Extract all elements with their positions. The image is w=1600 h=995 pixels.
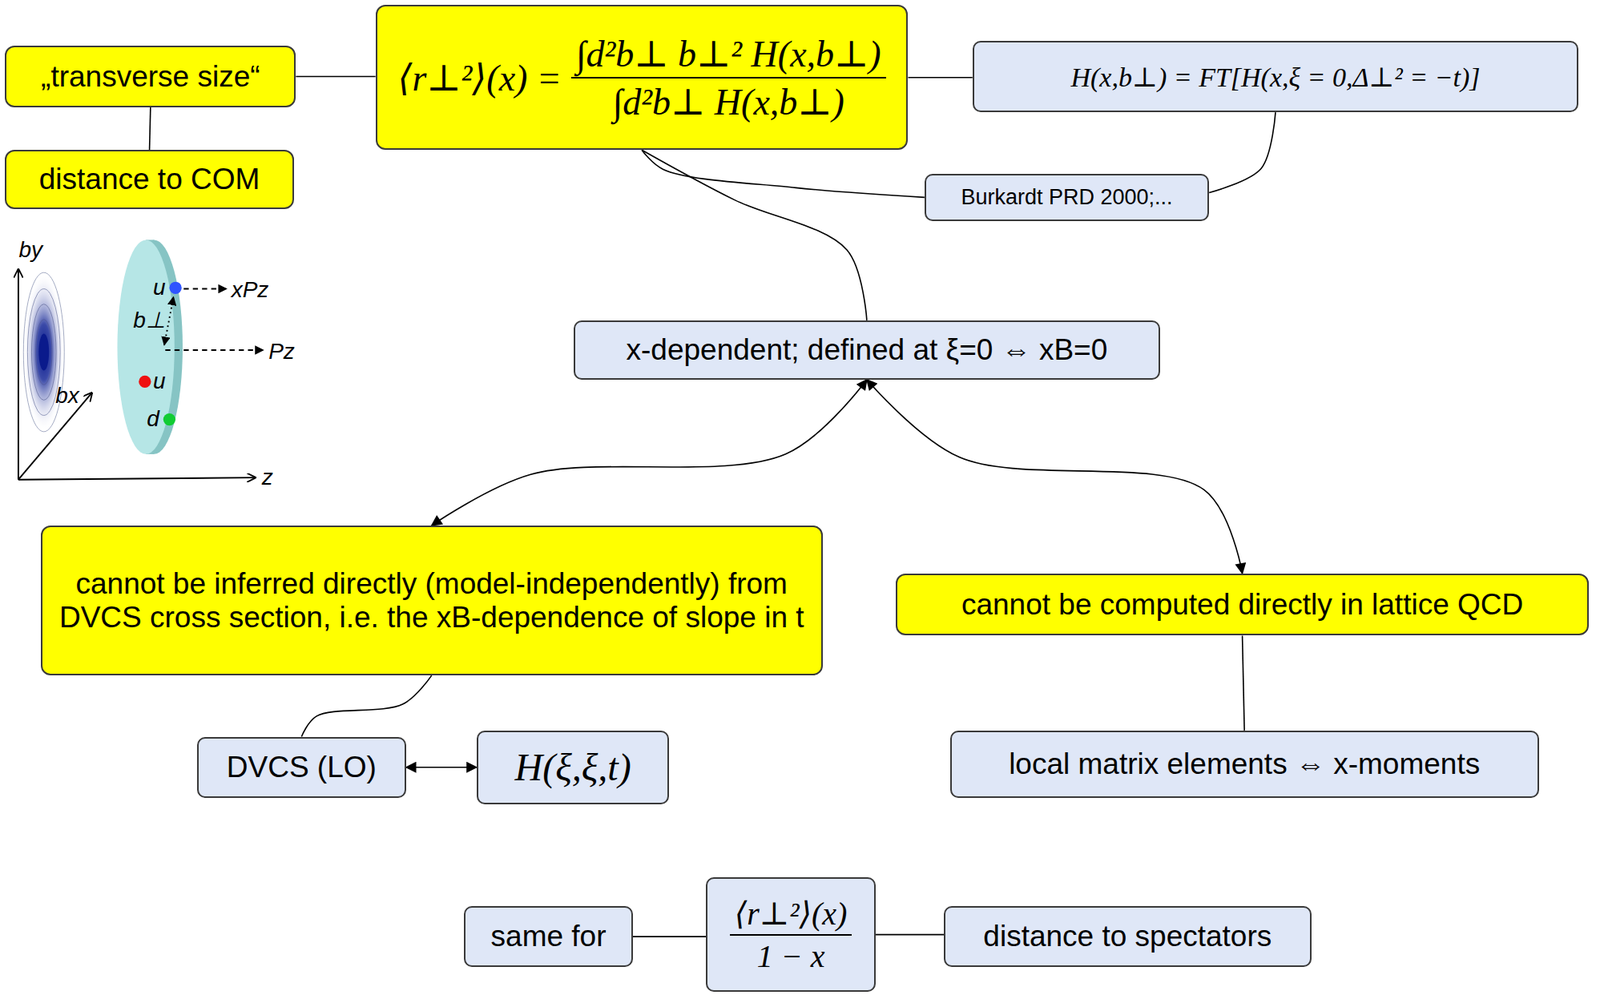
down-quark-dot: [163, 413, 176, 426]
node-text: distance to spectators: [983, 919, 1272, 954]
illustration-label: b⊥: [132, 306, 166, 333]
formula-box: H(ξ,ξ,t): [476, 730, 670, 805]
note-box: distance to COM: [4, 149, 294, 210]
connector: [406, 766, 477, 769]
node-text: H(x,b⊥) = FT[H(x,ξ = 0,Δ⊥² = −t)]: [1070, 60, 1480, 93]
node-text: distance to COM: [39, 162, 261, 197]
connector: [641, 149, 867, 321]
node-text: DVCS (LO): [226, 750, 377, 785]
illustration-label: z: [261, 464, 274, 491]
connector: [295, 76, 375, 78]
node-text: same for: [491, 919, 607, 954]
momentum-arrow: [183, 288, 226, 291]
connector: [301, 675, 432, 737]
up-quark-dot: [169, 282, 182, 295]
note-box: local matrix elements ⇔ x-moments: [950, 730, 1540, 798]
note-box: same for: [463, 906, 633, 968]
nucleon-disk: [116, 239, 183, 454]
content: H(ξ,ξ,t): [515, 745, 632, 790]
content: cannot be inferred directly (model-indep…: [53, 567, 811, 635]
topic-box: „transverse size“: [4, 45, 296, 107]
note-box: distance to spectators: [943, 906, 1311, 968]
node-text: local matrix elements ⇔ x-moments: [1008, 747, 1480, 782]
connector: [632, 935, 707, 938]
formula-box: ⟨r⊥²⟩(x)1 − x: [705, 877, 875, 992]
content: cannot be computed directly in lattice Q…: [961, 588, 1524, 622]
content: local matrix elements ⇔ x-moments: [1008, 747, 1480, 782]
node-text: „transverse size“: [40, 60, 260, 94]
fraction: ∫d²b⊥ b⊥² H(x,b⊥)∫d²b⊥ H(x,b⊥): [571, 32, 887, 124]
content: distance to spectators: [983, 919, 1272, 954]
node-text: 1 − x: [752, 935, 831, 976]
content: distance to COM: [39, 162, 261, 197]
node-text: ⟨r⊥²⟩(x): [729, 894, 853, 936]
illustration-label: bx: [55, 382, 80, 409]
statement-box: cannot be computed directly in lattice Q…: [895, 573, 1589, 637]
illustration-label: u: [153, 274, 166, 301]
connector: [1209, 112, 1276, 193]
content: same for: [491, 919, 607, 954]
content: ⟨r⊥²⟩(x) =∫d²b⊥ b⊥² H(x,b⊥)∫d²b⊥ H(x,b⊥): [397, 32, 886, 124]
up-quark-dot: [138, 375, 151, 388]
statement-box: cannot be inferred directly (model-indep…: [40, 525, 823, 676]
node-text: x-dependent; defined at ξ=0 ⇔ xB=0: [626, 333, 1109, 367]
connector: [866, 379, 1243, 574]
illustration-label: d: [146, 406, 160, 432]
connector: [875, 934, 944, 936]
content: x-dependent; defined at ξ=0 ⇔ xB=0: [626, 333, 1109, 367]
reference-box: Burkardt PRD 2000;...: [924, 173, 1210, 222]
node-text: ⟨r⊥²⟩(x) =: [397, 56, 561, 100]
illustration-label: by: [18, 237, 43, 263]
illustration-label: xPz: [231, 277, 270, 303]
content: „transverse size“: [40, 60, 260, 94]
node-text: cannot be inferred directly (model-indep…: [53, 567, 811, 635]
formula-box: ⟨r⊥²⟩(x) =∫d²b⊥ b⊥² H(x,b⊥)∫d²b⊥ H(x,b⊥): [375, 4, 909, 150]
illustration-label: u: [153, 368, 166, 395]
node-text: H(ξ,ξ,t): [515, 745, 632, 790]
content: ⟨r⊥²⟩(x)1 − x: [729, 894, 853, 976]
process-box: DVCS (LO): [197, 737, 407, 798]
node-text: ∫d²b⊥ b⊥² H(x,b⊥): [571, 32, 887, 79]
content: Burkardt PRD 2000;...: [960, 185, 1173, 210]
connector: [1242, 635, 1246, 730]
content: DVCS (LO): [226, 750, 377, 785]
formula-box: H(x,b⊥) = FT[H(x,ξ = 0,Δ⊥² = −t)]: [972, 40, 1580, 113]
connector: [907, 76, 972, 79]
momentum-arrow: [165, 349, 263, 351]
connector: [431, 379, 867, 526]
node-text: cannot be computed directly in lattice Q…: [961, 588, 1524, 622]
distance-arrow: [164, 297, 174, 346]
node-text: ∫d²b⊥ H(x,b⊥): [608, 78, 850, 124]
fraction: ⟨r⊥²⟩(x)1 − x: [729, 894, 853, 976]
property-box: x-dependent; defined at ξ=0 ⇔ xB=0: [573, 320, 1161, 380]
connector: [149, 107, 151, 151]
content: H(x,b⊥) = FT[H(x,ξ = 0,Δ⊥² = −t)]: [1070, 60, 1480, 93]
node-text: Burkardt PRD 2000;...: [960, 185, 1173, 210]
illustration-label: Pz: [268, 338, 295, 365]
